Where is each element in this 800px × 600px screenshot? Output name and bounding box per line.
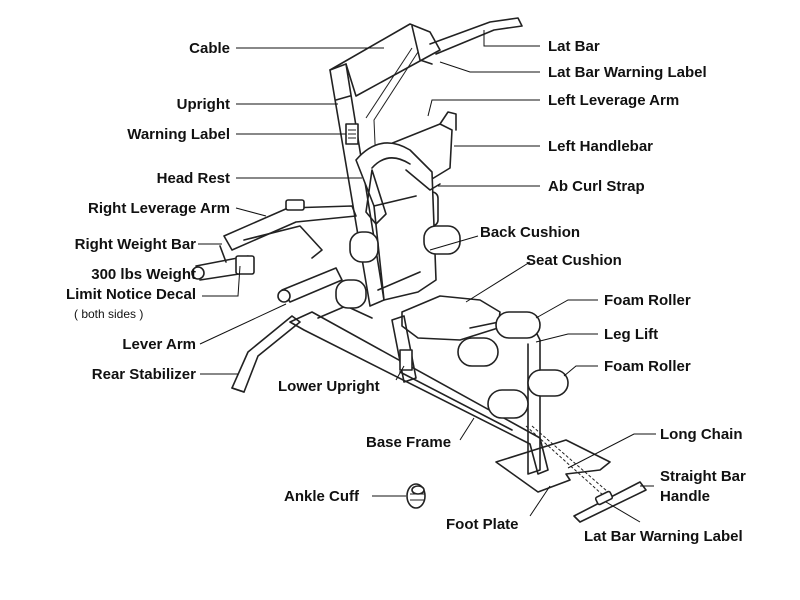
label-cable: Cable bbox=[189, 40, 230, 57]
label-straight-bar-handle-line2: Handle bbox=[660, 488, 711, 505]
leader-lines bbox=[198, 30, 656, 523]
ankle-cuff-shape bbox=[406, 483, 426, 509]
leader-lat-bar-warning-bottom bbox=[605, 501, 641, 523]
leader-lat-bar-warning-top bbox=[439, 61, 540, 73]
right-weight-bar-shape bbox=[191, 245, 255, 281]
leader-back-cushion bbox=[429, 235, 479, 251]
label-lat-bar: Lat Bar bbox=[548, 38, 600, 55]
leader-leg-lift bbox=[535, 333, 598, 343]
label-head-rest: Head Rest bbox=[156, 170, 230, 187]
label-right-leverage-arm: Right Leverage Arm bbox=[88, 200, 230, 217]
label-long-chain: Long Chain bbox=[660, 426, 743, 443]
leader-foot-plate bbox=[529, 485, 551, 517]
lower-upright-shape bbox=[391, 315, 417, 383]
long-chain-shape bbox=[525, 425, 609, 497]
leader-right-leverage-arm bbox=[235, 207, 267, 217]
label-lat-bar-warning-bottom: Lat Bar Warning Label bbox=[584, 528, 743, 545]
straight-bar-handle-shape bbox=[573, 481, 647, 523]
label-seat-cushion: Seat Cushion bbox=[526, 252, 622, 269]
right-leverage-arm-shape bbox=[223, 199, 357, 259]
label-straight-bar-handle-line1: Straight Bar bbox=[660, 468, 746, 485]
label-lever-arm: Lever Arm bbox=[122, 336, 196, 353]
label-back-cushion: Back Cushion bbox=[480, 224, 581, 241]
label-foot-plate: Foot Plate bbox=[446, 516, 519, 533]
label-left-handlebar: Left Handlebar bbox=[548, 138, 654, 155]
label-weight-limit-line3: ( both sides ) bbox=[74, 307, 144, 321]
label-weight-limit-line2: Limit Notice Decal bbox=[65, 286, 196, 303]
label-ankle-cuff: Ankle Cuff bbox=[284, 488, 359, 505]
back-pad-cylinders bbox=[335, 225, 461, 309]
label-left-leverage-arm: Left Leverage Arm bbox=[548, 92, 680, 109]
lat-bar-shape bbox=[429, 17, 523, 55]
leader-seat-cushion bbox=[465, 261, 531, 303]
label-foam-roller-lower: Foam Roller bbox=[604, 358, 691, 375]
leader-lever-arm bbox=[199, 303, 287, 345]
leader-left-leverage-arm bbox=[427, 99, 540, 117]
label-upright: Upright bbox=[176, 96, 230, 113]
leader-long-chain bbox=[567, 433, 656, 469]
ab-curl-strap-shape bbox=[365, 169, 441, 225]
label-leg-lift: Leg Lift bbox=[604, 326, 659, 343]
foot-plate-shape bbox=[495, 439, 611, 493]
label-ab-curl-strap: Ab Curl Strap bbox=[548, 178, 645, 195]
warning-label-plate bbox=[345, 123, 359, 145]
top-boom-shape bbox=[329, 23, 441, 97]
label-lat-bar-warning-top: Lat Bar Warning Label bbox=[548, 64, 707, 81]
leader-base-frame bbox=[459, 417, 475, 441]
leader-lat-bar bbox=[483, 30, 540, 47]
label-base-frame: Base Frame bbox=[366, 434, 452, 451]
seat-cushion-shape bbox=[401, 295, 501, 341]
back-cushion-shape bbox=[355, 142, 437, 301]
label-warning-label: Warning Label bbox=[127, 126, 230, 143]
foam-roller-shapes bbox=[457, 311, 569, 419]
lever-arm-shape bbox=[277, 267, 343, 303]
rear-stabilizer-shape bbox=[231, 315, 301, 393]
label-lower-upright: Lower Upright bbox=[278, 378, 380, 395]
label-foam-roller-upper: Foam Roller bbox=[604, 292, 691, 309]
leader-lower-upright bbox=[395, 365, 405, 381]
leader-foam-roller-upper bbox=[535, 299, 598, 319]
label-right-weight-bar: Right Weight Bar bbox=[74, 236, 196, 253]
leader-foam-roller-lower bbox=[563, 365, 598, 377]
label-rear-stabilizer: Rear Stabilizer bbox=[91, 366, 196, 383]
leader-weight-limit bbox=[202, 265, 241, 297]
label-weight-limit-line1: 300 lbs Weight bbox=[91, 266, 196, 283]
